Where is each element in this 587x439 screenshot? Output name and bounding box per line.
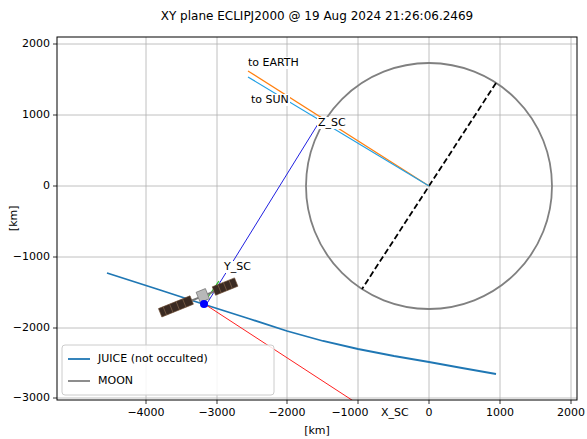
tick-label: 2000 — [22, 38, 50, 51]
tick-label: −2000 — [268, 407, 305, 420]
tick-label: −3000 — [13, 392, 50, 405]
legend-line-sample — [68, 380, 90, 382]
axes-frame — [57, 37, 577, 400]
tick-label: 0 — [426, 407, 433, 420]
chart-title: XY plane ECLIPJ2000 @ 19 Aug 2024 21:26:… — [161, 10, 474, 24]
tick-label: −1000 — [331, 407, 368, 420]
axes-ground — [57, 37, 577, 400]
tick-label: −1000 — [13, 251, 50, 264]
axis-name: Y_SC — [223, 261, 252, 274]
tick-marks — [53, 44, 571, 404]
tick-label: 2000 — [557, 407, 585, 420]
legend-frame — [62, 345, 274, 395]
axis-label: [km] — [304, 425, 330, 438]
spacecraft-icon — [158, 277, 238, 318]
sun-direction — [248, 77, 429, 186]
axis-name: X_SC — [381, 407, 409, 420]
legend-text: MOON — [98, 375, 133, 388]
axis-label: [km] — [8, 205, 21, 231]
tick-label: −2000 — [13, 322, 50, 335]
tick-label: 0 — [43, 180, 50, 193]
spacecraft-dot — [200, 300, 208, 308]
legend-text: JUICE (not occulted) — [98, 353, 208, 366]
axis-name: Z_SC — [317, 117, 347, 130]
tick-label: 1000 — [486, 407, 514, 420]
tick-label: 1000 — [22, 109, 50, 122]
direction-label: to EARTH — [247, 57, 300, 70]
direction-label: to SUN — [250, 94, 290, 107]
tick-label: −4000 — [127, 407, 164, 420]
legend-line-sample — [68, 358, 90, 360]
grid — [57, 37, 577, 400]
earth-direction — [248, 71, 429, 186]
tick-label: −3000 — [198, 407, 235, 420]
z-axis-line — [206, 124, 318, 305]
